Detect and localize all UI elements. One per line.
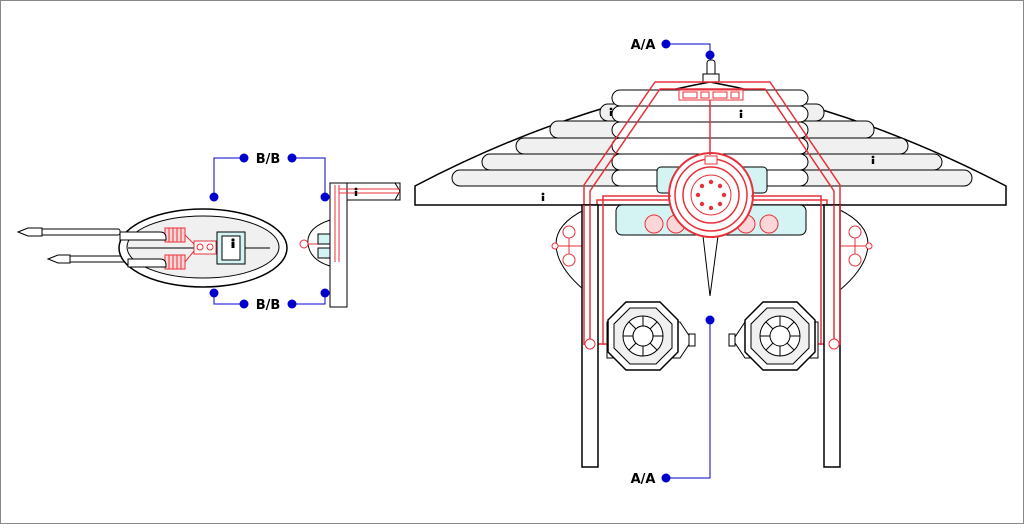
aa-top-label: A/A [631, 38, 656, 53]
turbine-icon [606, 301, 696, 371]
bb-top-label: B/B [256, 152, 281, 167]
person-icon [231, 238, 235, 248]
reactor-icon [668, 152, 754, 238]
person-icon [354, 187, 358, 196]
coil-bottom [164, 254, 186, 270]
pod-side-section [299, 182, 401, 308]
turbine-icon [728, 301, 819, 371]
side-pod-right [839, 209, 873, 292]
pod-top-view [16, 208, 288, 288]
antenna-icon [16, 227, 131, 264]
coil-top [164, 227, 186, 243]
section-marker-bb: B/B B/B [209, 152, 330, 313]
aa-bottom-label: A/A [631, 472, 656, 487]
side-pod-left [551, 209, 585, 292]
valve-manifold [678, 89, 744, 101]
bb-bottom-label: B/B [256, 298, 281, 313]
section-marker-aa: A/A A/A [631, 38, 715, 487]
main-front-section [414, 59, 1007, 468]
